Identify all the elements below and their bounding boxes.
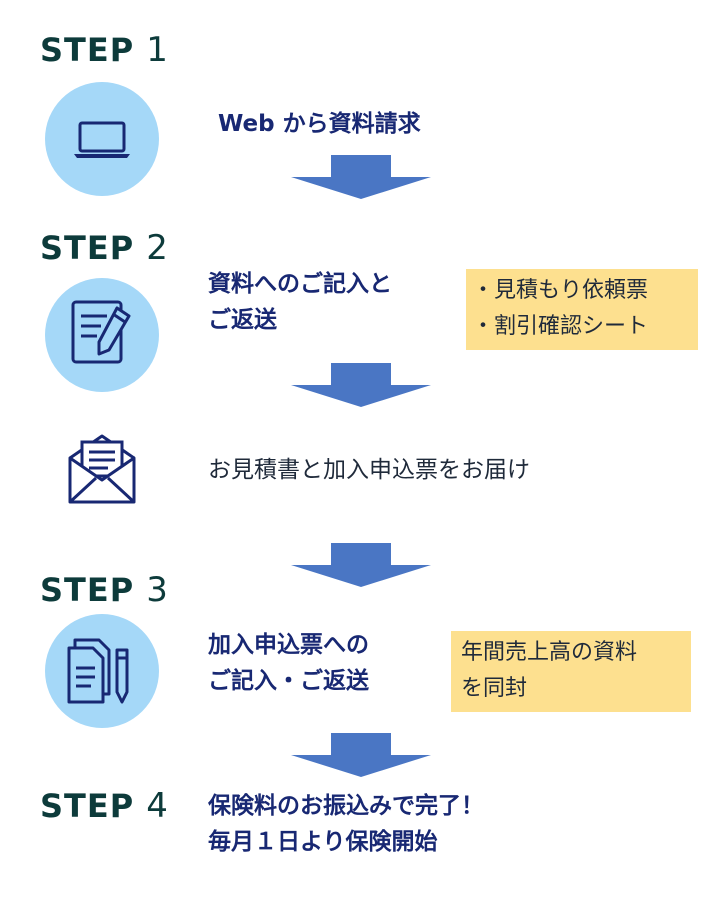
step-word: STEP (40, 31, 135, 69)
step-2-text-line-2: ご返送 (208, 307, 277, 333)
step-word: STEP (40, 229, 135, 267)
step-2-text: 資料へのご記入と ご返送 (208, 266, 392, 338)
note-line-1: ・見積もり依頼票 (472, 278, 649, 303)
step-number: 2 (146, 228, 168, 268)
delivery-text: お見積書と加入申込票をお届け (208, 457, 530, 483)
step-1-label: STEP 1 (40, 30, 168, 70)
down-arrow-icon (291, 155, 431, 199)
step-3-label: STEP 3 (40, 570, 168, 610)
step-word: STEP (40, 787, 135, 825)
step-3-text: 加入申込票への ご記入・ご返送 (208, 627, 369, 699)
step-1-icon-circle (45, 82, 159, 196)
step-3-note: 年間売上高の資料 を同封 (451, 631, 691, 712)
step-4-text-line-1: 保険料のお振込みで完了！ (208, 793, 484, 819)
step-2-note: ・見積もり依頼票 ・割引確認シート (466, 269, 698, 350)
step-4-label: STEP 4 (40, 786, 168, 826)
step-2-icon-circle (45, 278, 159, 392)
laptop-icon (74, 121, 130, 158)
step-3-text-line-2: ご記入・ご返送 (208, 668, 369, 694)
step-1-text: Web から資料請求 (218, 106, 421, 142)
step-4-text: 保険料のお振込みで完了！ 毎月１日より保険開始 (208, 788, 484, 860)
down-arrow-icon (291, 363, 431, 407)
step-number: 1 (146, 30, 168, 70)
documents-pencil-icon (67, 638, 129, 704)
envelope-icon (68, 434, 136, 504)
step-number: 3 (146, 570, 168, 610)
step-number: 4 (146, 786, 168, 826)
step-2-label: STEP 2 (40, 228, 168, 268)
step-word: STEP (40, 571, 135, 609)
step-3-text-line-1: 加入申込票への (208, 632, 369, 658)
note-line-2: を同封 (461, 676, 528, 701)
step-4-text-line-2: 毎月１日より保険開始 (208, 829, 438, 855)
step-1-text-line: Web から資料請求 (218, 111, 421, 137)
document-pen-icon (71, 300, 131, 364)
step-2-text-line-1: 資料へのご記入と (208, 271, 392, 297)
envelope-icon-wrap (62, 432, 142, 506)
down-arrow-icon (291, 733, 431, 777)
step-3-icon-circle (45, 614, 159, 728)
down-arrow-icon (291, 543, 431, 587)
note-line-2: ・割引確認シート (472, 314, 649, 339)
note-line-1: 年間売上高の資料 (461, 640, 638, 665)
